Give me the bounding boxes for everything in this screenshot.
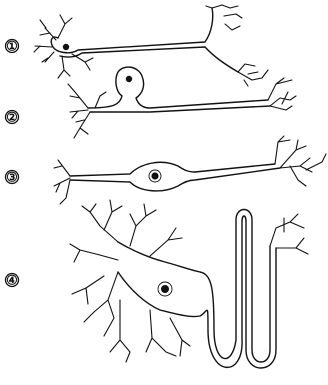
label-3: ③ xyxy=(6,171,19,186)
svg-text:③: ③ xyxy=(6,171,18,186)
label-2: ② xyxy=(6,111,19,126)
neuron-1 xyxy=(34,5,268,86)
label-1: ① xyxy=(6,40,19,55)
svg-text:②: ② xyxy=(6,111,18,126)
label-4: ④ xyxy=(6,274,19,289)
neuron-4 xyxy=(70,200,308,368)
neuron-3 xyxy=(54,136,326,204)
svg-text:④: ④ xyxy=(6,274,18,289)
svg-text:①: ① xyxy=(6,40,18,55)
